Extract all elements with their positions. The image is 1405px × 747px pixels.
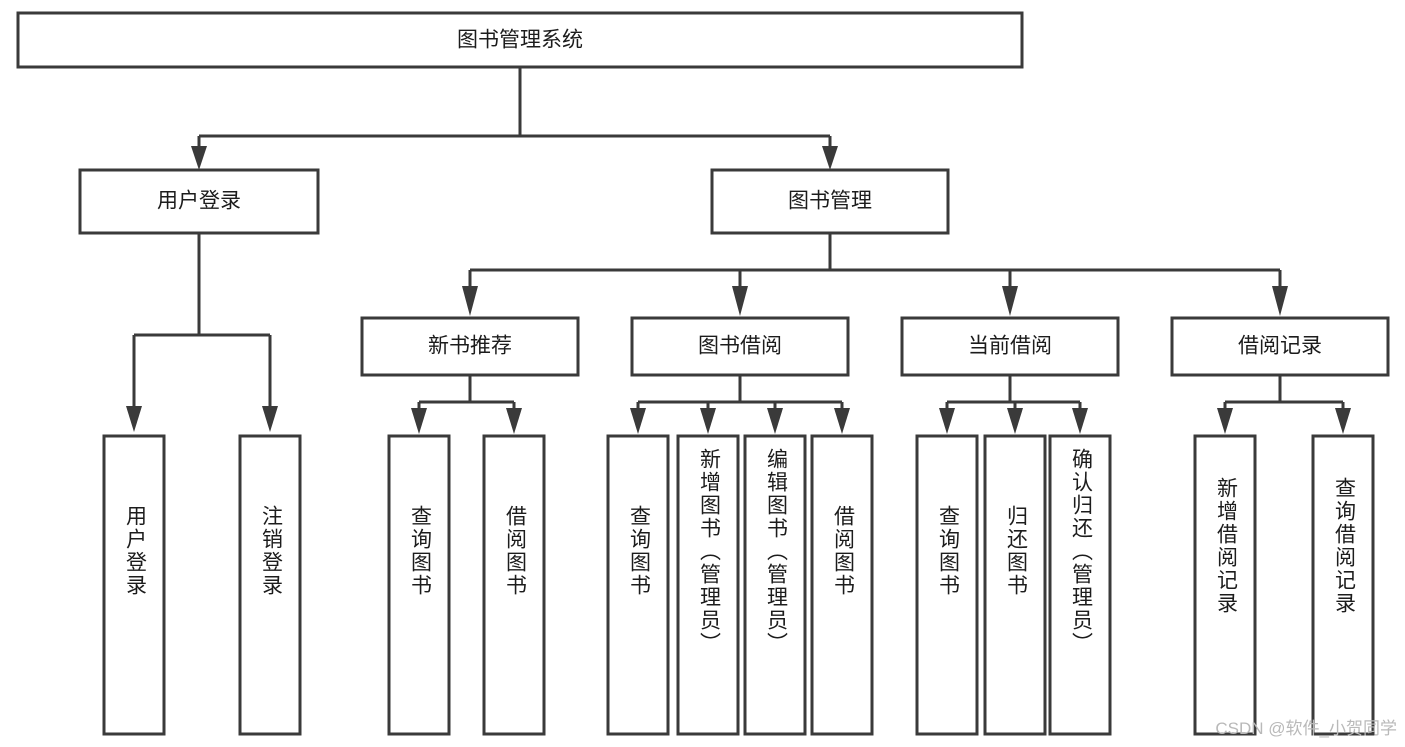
node-borrow-record-label: 借阅记录: [1238, 335, 1322, 358]
arrow-leaf-logout-icon: [262, 406, 278, 432]
node-borrow-record[interactable]: 借阅记录: [1170, 316, 1390, 377]
node-leaf-edit-book-label: 编辑图书（管理员）: [764, 448, 788, 655]
arrow-to-book-manage-icon: [822, 146, 838, 170]
arrow-leaf-query-book-3-icon: [939, 408, 955, 434]
arrow-leaf-confirm-return-icon: [1072, 408, 1088, 434]
node-new-book-rec[interactable]: 新书推荐: [360, 316, 580, 377]
arrow-to-new-book-rec-icon: [462, 286, 478, 316]
arrow-leaf-query-record-icon: [1335, 408, 1351, 434]
node-leaf-query-book-3-label: 查询图书: [936, 505, 960, 597]
node-leaf-add-book-label: 新增图书（管理员）: [697, 448, 721, 655]
arrow-leaf-add-record-icon: [1217, 408, 1233, 434]
node-leaf-logout-label: 注销登录: [259, 505, 283, 597]
node-leaf-query-book-2[interactable]: 查询图书: [606, 434, 670, 736]
node-book-borrow[interactable]: 图书借阅: [630, 316, 850, 377]
arrow-leaf-query-book-2-icon: [630, 408, 646, 434]
node-layer: 图书管理系统 用户登录 图书管理 新书推荐 图书借阅 当前: [16, 11, 1390, 736]
node-leaf-query-record[interactable]: 查询借阅记录: [1311, 434, 1375, 736]
arrow-leaf-query-book-1-icon: [411, 408, 427, 434]
arrow-leaf-borrow-book-2-icon: [834, 408, 850, 434]
node-leaf-edit-book[interactable]: 编辑图书（管理员）: [743, 434, 807, 736]
node-leaf-query-book-1-label: 查询图书: [408, 505, 432, 597]
node-leaf-query-book-3[interactable]: 查询图书: [915, 434, 979, 736]
node-leaf-user-login[interactable]: 用户登录: [102, 434, 166, 736]
node-current-borrow[interactable]: 当前借阅: [900, 316, 1120, 377]
arrow-leaf-edit-book-icon: [767, 408, 783, 434]
node-user-login-label: 用户登录: [157, 190, 241, 213]
arrow-leaf-add-book-icon: [700, 408, 716, 434]
arrow-to-current-borrow-icon: [1002, 286, 1018, 316]
node-root[interactable]: 图书管理系统: [16, 11, 1024, 69]
node-leaf-borrow-book-2[interactable]: 借阅图书: [810, 434, 874, 736]
node-leaf-borrow-book-2-label: 借阅图书: [831, 505, 855, 597]
edge-layer: [126, 67, 1351, 434]
node-leaf-borrow-book-1-label: 借阅图书: [503, 505, 527, 597]
node-new-book-rec-label: 新书推荐: [428, 335, 512, 358]
node-leaf-return-book[interactable]: 归还图书: [983, 434, 1047, 736]
node-leaf-add-record-label: 新增借阅记录: [1214, 477, 1238, 615]
node-leaf-confirm-return-label: 确认归还（管理员）: [1069, 448, 1093, 655]
arrow-leaf-user-login-icon: [126, 406, 142, 432]
node-leaf-borrow-book-1[interactable]: 借阅图书: [482, 434, 546, 736]
csdn-watermark: CSDN @软件_小贺同学: [1215, 719, 1397, 738]
node-book-manage[interactable]: 图书管理: [710, 168, 950, 235]
arrow-to-book-borrow-icon: [732, 286, 748, 316]
node-leaf-query-book-1[interactable]: 查询图书: [387, 434, 451, 736]
node-book-borrow-label: 图书借阅: [698, 335, 782, 358]
arrow-leaf-return-book-icon: [1007, 408, 1023, 434]
node-leaf-query-record-label: 查询借阅记录: [1332, 477, 1356, 615]
node-leaf-user-login-label: 用户登录: [123, 505, 147, 597]
arrow-leaf-borrow-book-1-icon: [506, 408, 522, 434]
node-leaf-logout[interactable]: 注销登录: [238, 434, 302, 736]
node-book-manage-label: 图书管理: [788, 190, 872, 213]
arrow-to-borrow-record-icon: [1272, 286, 1288, 316]
node-leaf-return-book-label: 归还图书: [1004, 505, 1028, 597]
node-leaf-query-book-2-label: 查询图书: [627, 505, 651, 597]
node-current-borrow-label: 当前借阅: [968, 335, 1052, 358]
node-user-login[interactable]: 用户登录: [78, 168, 320, 235]
node-leaf-add-record[interactable]: 新增借阅记录: [1193, 434, 1257, 736]
arrow-to-user-login-icon: [191, 146, 207, 170]
node-leaf-confirm-return[interactable]: 确认归还（管理员）: [1048, 434, 1112, 736]
node-root-label: 图书管理系统: [457, 29, 583, 52]
node-leaf-add-book[interactable]: 新增图书（管理员）: [676, 434, 740, 736]
